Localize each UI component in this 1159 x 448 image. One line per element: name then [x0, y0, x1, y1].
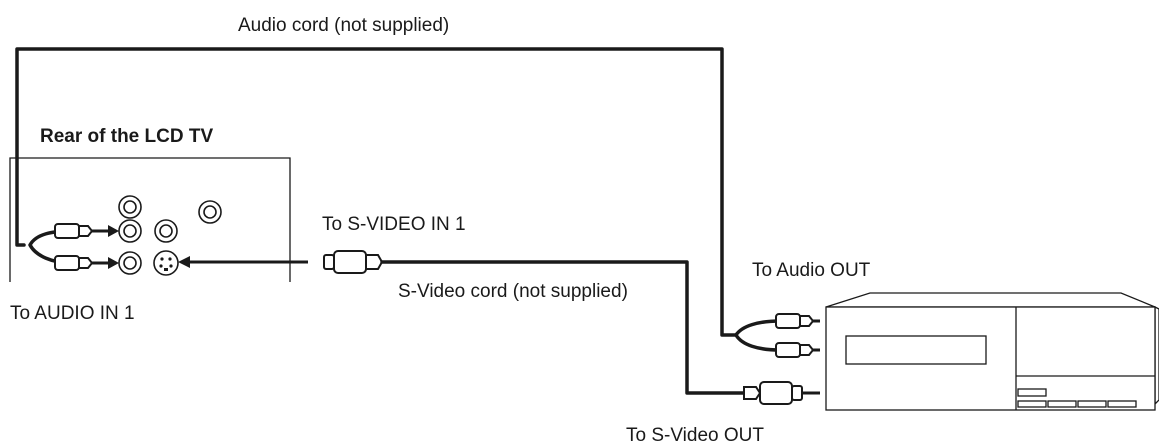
tv-jack-middle-right — [154, 219, 178, 243]
vcr-buttons — [1017, 388, 1137, 408]
tv-audio-plug-lower — [54, 255, 102, 271]
s-video-cord-label: S-Video cord (not supplied) — [398, 281, 628, 302]
s-video-out-label: To S-Video OUT — [626, 425, 764, 446]
s-video-in-label: To S-VIDEO IN 1 — [322, 214, 466, 235]
tv-audio-plug-upper — [54, 223, 102, 239]
arrow-into-audio-in-upper — [100, 225, 119, 237]
vcr-display-window — [845, 335, 987, 365]
audio-in-label: To AUDIO IN 1 — [10, 303, 135, 324]
rear-of-tv-label: Rear of the LCD TV — [40, 126, 213, 147]
s-video-plug-tv-side — [323, 250, 384, 274]
vcr-unit — [825, 292, 1159, 411]
arrow-into-audio-in-lower — [100, 257, 119, 269]
tv-jack-top — [118, 195, 142, 219]
audio-cord — [15, 47, 820, 358]
audio-out-label: To Audio OUT — [752, 260, 871, 281]
vcr-audio-plug-upper — [775, 313, 820, 329]
s-video-cord — [178, 250, 820, 405]
vcr-audio-plug-lower — [775, 342, 820, 358]
tv-rear-panel — [9, 157, 291, 282]
tv-audio-in-jack-upper[interactable] — [118, 219, 142, 243]
tv-audio-in-jack-lower[interactable] — [118, 251, 142, 275]
s-video-plug-vcr-side — [743, 381, 820, 405]
arrow-into-s-video-in — [178, 256, 190, 268]
audio-cord-label: Audio cord (not supplied) — [238, 15, 449, 36]
tv-jack-extra — [198, 200, 222, 224]
tv-s-video-in-jack[interactable] — [153, 250, 179, 276]
